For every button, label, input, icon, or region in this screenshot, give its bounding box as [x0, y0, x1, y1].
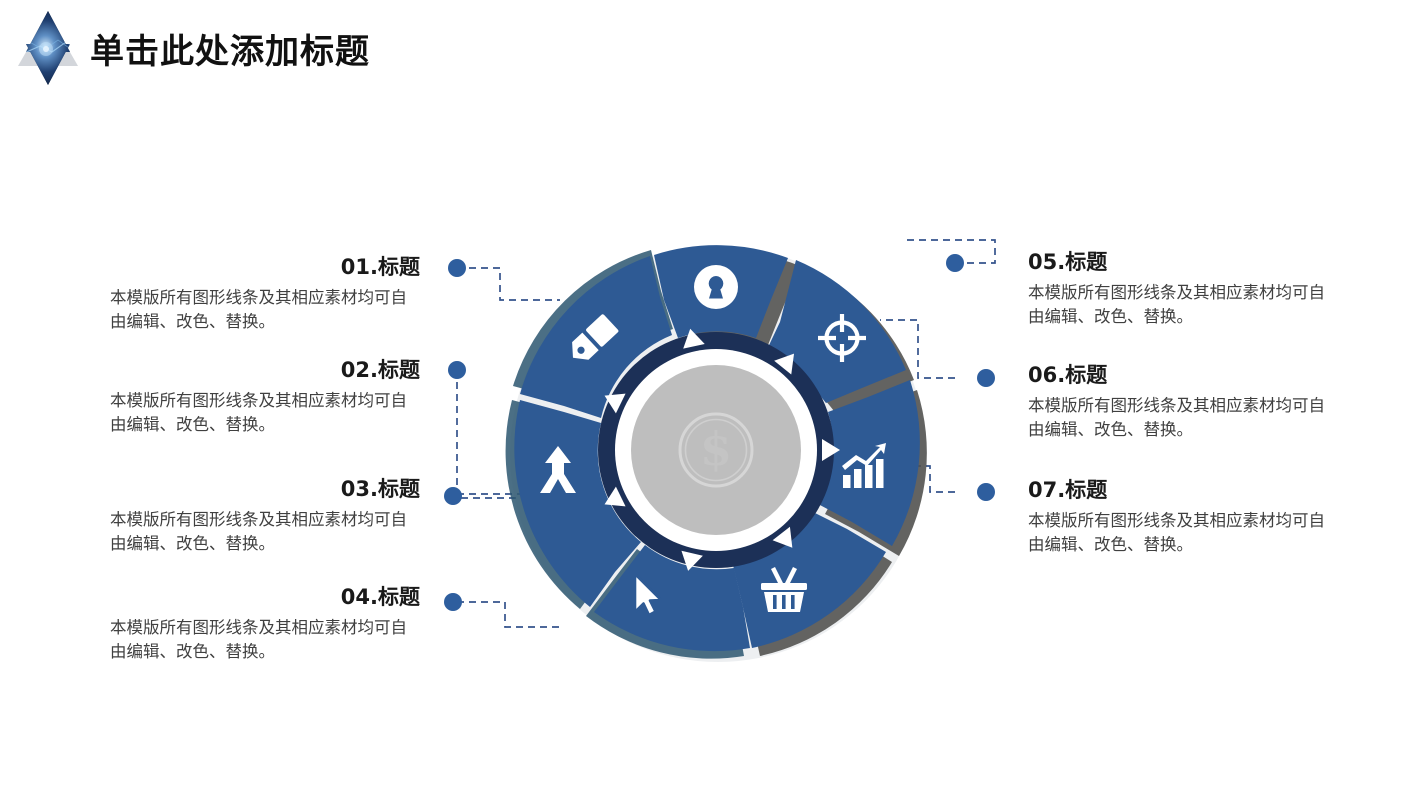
crosshair-target-icon — [818, 314, 866, 362]
item-body-07: 本模版所有图形线条及其相应素材均可自由编辑、改色、替换。 — [1028, 511, 1325, 555]
wheel-segment-growth[interactable] — [818, 380, 927, 556]
shopping-basket-icon — [761, 567, 807, 612]
text-block-07: 07.标题 本模版所有图形线条及其相应素材均可自由编辑、改色、替换。 — [1028, 478, 1338, 557]
item-body-04: 本模版所有图形线条及其相应素材均可自由编辑、改色、替换。 — [110, 618, 407, 662]
wheel-segment-merge[interactable] — [505, 400, 641, 609]
cursor-pointer-icon — [633, 572, 663, 617]
star-of-david-logo — [18, 11, 78, 85]
hub-notches — [604, 328, 840, 571]
text-block-04: 04.标题 本模版所有图形线条及其相应素材均可自由编辑、改色、替换。 — [110, 585, 420, 664]
connector-dot-05 — [946, 254, 964, 272]
item-body-05: 本模版所有图形线条及其相应素材均可自由编辑、改色、替换。 — [1028, 283, 1325, 327]
merge-arrow-icon — [540, 446, 576, 493]
item-heading-04: 04.标题 — [340, 585, 420, 609]
dollar-coin-icon: $ — [678, 412, 754, 488]
item-heading-06: 06.标题 — [1028, 363, 1108, 387]
connector-dot-03 — [444, 487, 462, 505]
wheel-segment-pen[interactable] — [513, 250, 673, 418]
keyhole-lock-icon — [694, 265, 738, 309]
item-heading-07: 07.标题 — [1028, 478, 1108, 502]
connector-line-04 — [457, 601, 560, 628]
slide-header: 单击此处添加标题 — [0, 0, 1427, 100]
connector-dot-04 — [444, 593, 462, 611]
text-block-01: 01.标题 本模版所有图形线条及其相应素材均可自由编辑、改色、替换。 — [110, 255, 420, 334]
growth-bar-chart-icon — [842, 443, 886, 488]
item-heading-03: 03.标题 — [340, 477, 420, 501]
connector-line-02 — [456, 370, 527, 499]
item-body-01: 本模版所有图形线条及其相应素材均可自由编辑、改色、替换。 — [110, 288, 407, 332]
text-block-05: 05.标题 本模版所有图形线条及其相应素材均可自由编辑、改色、替换。 — [1028, 250, 1338, 329]
center-disc — [631, 365, 801, 535]
item-heading-01: 01.标题 — [340, 255, 420, 279]
item-body-06: 本模版所有图形线条及其相应素材均可自由编辑、改色、替换。 — [1028, 396, 1325, 440]
text-block-02: 02.标题 本模版所有图形线条及其相应素材均可自由编辑、改色、替换。 — [110, 358, 420, 437]
item-heading-05: 05.标题 — [1028, 250, 1108, 274]
connector-dot-07 — [977, 483, 995, 501]
connector-dots — [444, 254, 995, 611]
connector-dot-01 — [448, 259, 466, 277]
wheel-segment-basket[interactable] — [733, 510, 892, 656]
item-body-03: 本模版所有图形线条及其相应素材均可自由编辑、改色、替换。 — [110, 510, 407, 554]
wheel-group: $ — [505, 245, 927, 662]
connector-dot-02 — [448, 361, 466, 379]
pen-nib-icon — [572, 314, 619, 360]
svg-text:$: $ — [700, 422, 732, 476]
item-heading-02: 02.标题 — [340, 358, 420, 382]
wheel-segment-cursor[interactable] — [586, 545, 750, 659]
connector-dot-06 — [977, 369, 995, 387]
connector-line-06 — [880, 319, 955, 379]
wheel-segment-keyhole[interactable] — [654, 245, 800, 345]
connector-line-05 — [905, 239, 996, 264]
page-title: 单击此处添加标题 — [90, 32, 370, 72]
text-block-06: 06.标题 本模版所有图形线条及其相应素材均可自由编辑、改色、替换。 — [1028, 363, 1338, 442]
text-block-03: 03.标题 本模版所有图形线条及其相应素材均可自由编辑、改色、替换。 — [110, 477, 420, 556]
item-body-02: 本模版所有图形线条及其相应素材均可自由编辑、改色、替换。 — [110, 391, 407, 435]
